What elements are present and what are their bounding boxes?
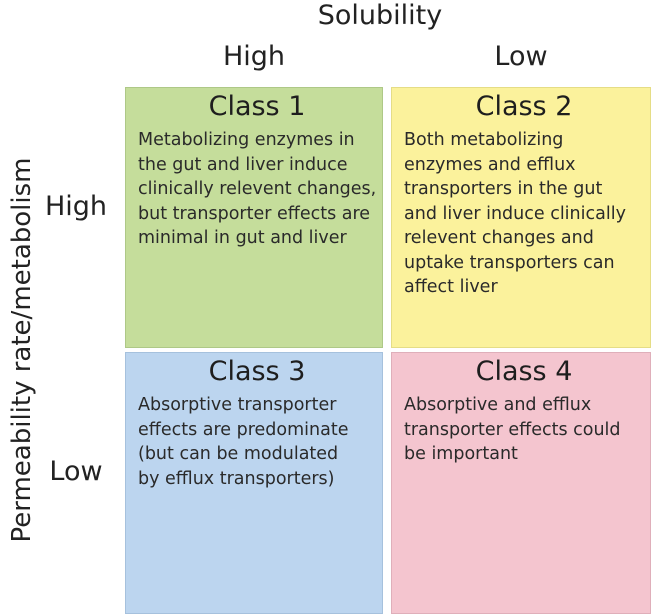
class-2-line: enzymes and efflux [404,154,576,175]
class-4-cell: Class 4 Absorptive and efflux transporte… [391,352,651,614]
class-3-line: by efflux transporters) [138,468,335,489]
class-2-line: uptake transporters can [404,252,615,273]
row-label-low: Low [49,456,103,487]
class-1-line: but transporter effects are [138,203,371,224]
class-3-cell: Class 3 Absorptive transporter effects a… [125,352,383,614]
class-1-line: clinically relevent changes, [138,179,377,199]
class-4-line: Absorptive and efflux [404,395,592,415]
permeability-axis-title: Permeability rate/metabolism [7,157,37,543]
row-label-high: High [44,191,108,222]
class-1-cell: Class 1 Metabolizing enzymes in the gut … [125,87,383,348]
class-2-line: relevent changes and [404,228,594,248]
class-1-line: minimal in gut and liver [138,228,347,248]
class-3-line: effects are predominate [138,419,349,440]
class-1-title: Class 1 [208,91,306,122]
class-2-description: Both metabolizing enzymes and efflux tra… [404,128,644,300]
class-2-line: Both metabolizing [404,130,564,150]
column-label-low: Low [494,41,548,72]
class-3-title: Class 3 [208,356,306,387]
class-2-line: transporters in the gut [404,179,603,199]
class-2-line: affect liver [404,277,498,297]
class-3-description: Absorptive transporter effects are predo… [138,393,376,491]
class-1-description: Metabolizing enzymes in the gut and live… [138,128,376,251]
solubility-axis-title: Solubility [317,0,443,31]
class-3-line: Absorptive transporter [138,395,337,415]
class-4-line: transporter effects could [404,419,621,440]
class-3-line: (but can be modulated [138,444,339,464]
class-4-line: be important [404,444,518,464]
class-1-line: the gut and liver induce [138,154,348,175]
class-2-cell: Class 2 Both metabolizing enzymes and ef… [391,87,651,348]
class-1-line: Metabolizing enzymes in [138,130,355,150]
column-label-high: High [222,41,286,72]
class-4-description: Absorptive and efflux transporter effect… [404,393,644,467]
class-2-line: and liver induce clinically [404,203,626,224]
class-2-title: Class 2 [475,91,573,122]
class-4-title: Class 4 [475,356,573,387]
